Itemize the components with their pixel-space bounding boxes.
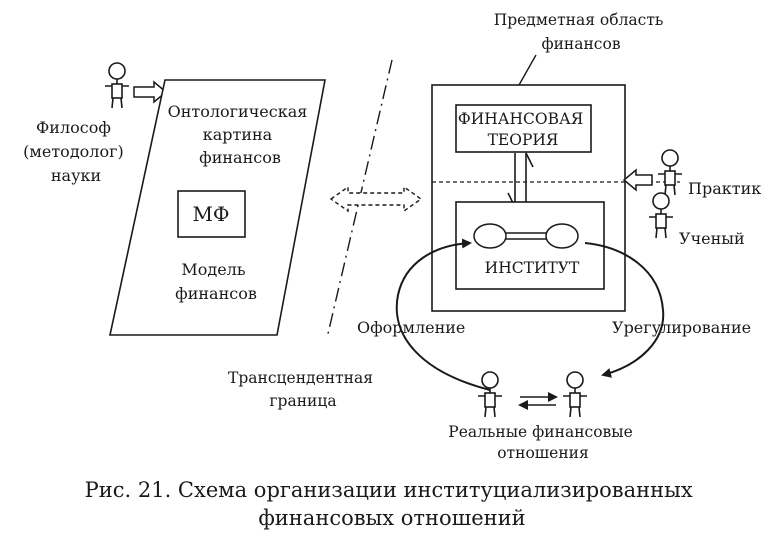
philosopher-arrow	[133, 80, 168, 104]
practitioner-figure	[658, 149, 682, 196]
mf-box	[177, 190, 246, 238]
real-relations-label: Реальные финансовые отношения	[448, 423, 637, 462]
domain-label: Предметная область финансов	[494, 11, 669, 53]
theory-label: ФИНАНСОВАЯ ТЕОРИЯ	[458, 110, 588, 149]
transcendent-label: Трансцендентная граница	[228, 369, 378, 410]
institute-to-theory-arrow	[525, 152, 534, 207]
philosopher-figure	[105, 62, 129, 109]
domain-pointer-line	[518, 54, 537, 86]
model-label: Модель финансов	[175, 260, 257, 303]
regulation-arc	[584, 242, 665, 378]
scientist-figure	[649, 192, 673, 239]
regulation-label: Урегулирование	[612, 318, 751, 337]
figure-caption: Рис. 21. Схема организации институциализ…	[85, 478, 700, 530]
agent-right-figure	[563, 371, 587, 418]
dashed-double-arrow	[329, 185, 423, 213]
scientist-label: Ученый	[679, 229, 745, 248]
agent-left-figure	[478, 371, 502, 418]
practitioner-arrow	[622, 168, 653, 192]
institute-label: ИНСТИТУТ	[485, 259, 580, 277]
ontological-picture-label: Онтологическая картина финансов	[168, 102, 313, 167]
formalization-label: Оформление	[357, 318, 465, 337]
theory-box	[455, 104, 592, 153]
formalization-arc	[395, 238, 491, 391]
institute-link-icon	[473, 223, 579, 249]
philosopher-label: Философ (методолог) науки	[23, 118, 129, 185]
practitioner-label: Практик	[688, 179, 761, 198]
mf-label: МФ	[192, 202, 229, 226]
